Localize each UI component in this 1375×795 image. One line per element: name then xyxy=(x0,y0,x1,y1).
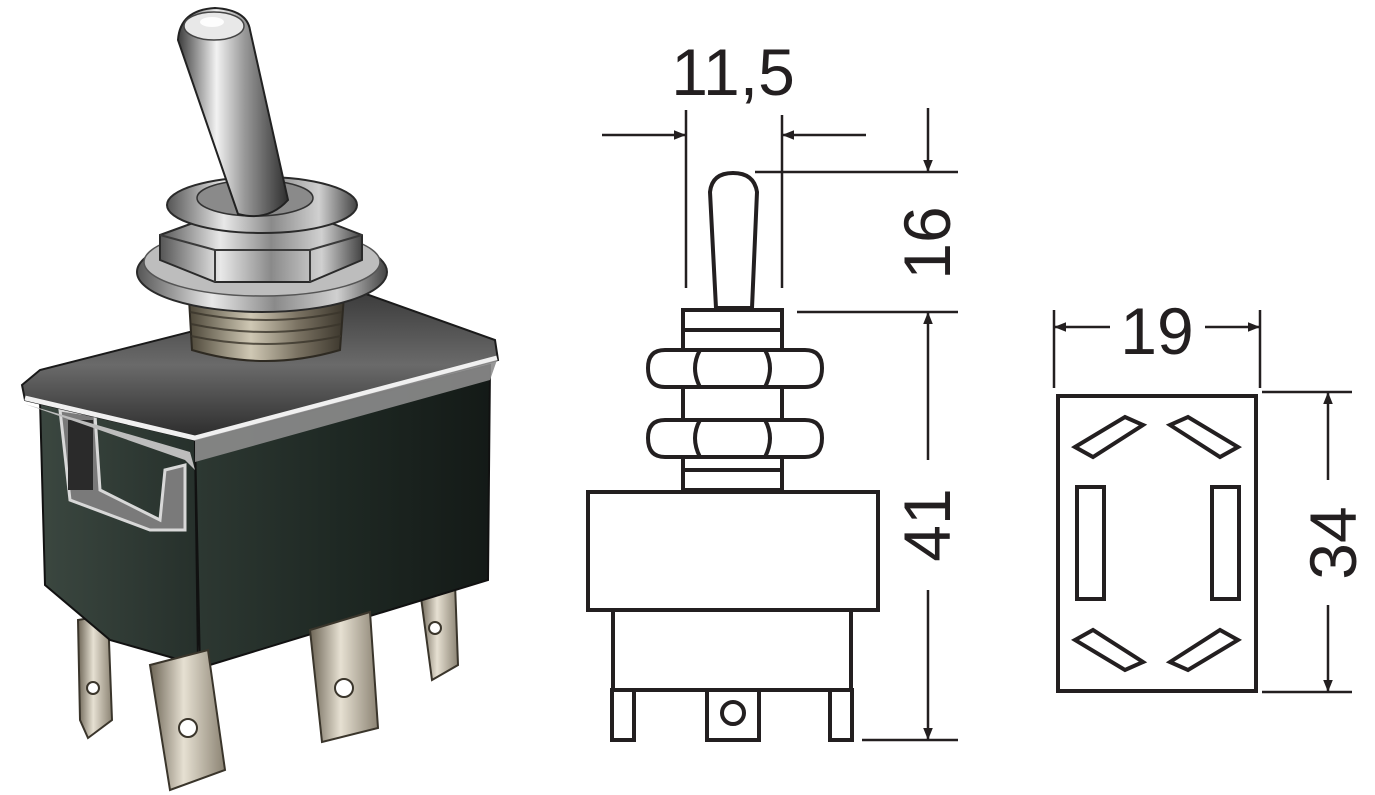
drawing-body-lower xyxy=(611,608,853,692)
pin-slot-top-left xyxy=(1071,414,1148,460)
dim-label-base-width: 19 xyxy=(1120,294,1193,368)
dim-base-width xyxy=(1052,310,1262,388)
pin-slot-middle-right xyxy=(1210,485,1241,601)
dim-base-height xyxy=(1262,390,1352,694)
dim-heights xyxy=(755,108,958,742)
drawing-bushing xyxy=(681,308,784,492)
drawing-terminal-right xyxy=(828,688,854,742)
terminal-front-left xyxy=(148,648,227,792)
pin-slot-bottom-right xyxy=(1165,627,1242,673)
dim-label-toggle-height: 16 xyxy=(890,206,964,279)
pin-slot-middle-left xyxy=(1075,485,1106,601)
drawing-body-upper xyxy=(586,490,880,612)
terminal-front-right xyxy=(308,610,380,744)
drawing-terminal-left xyxy=(610,688,636,742)
toggle-lever xyxy=(176,6,290,218)
dim-toggle-width xyxy=(602,110,866,288)
bottom-view-drawing xyxy=(1056,394,1258,693)
drawing-lever xyxy=(707,170,760,310)
drawing-nut-lower xyxy=(645,418,825,459)
terminal-back-left xyxy=(76,613,114,740)
side-view-drawing xyxy=(586,170,880,742)
pin-slot-bottom-left xyxy=(1071,627,1148,673)
drawing-nut-upper xyxy=(645,348,825,389)
dim-label-toggle-width: 11,5 xyxy=(671,35,795,109)
dim-label-body-height: 41 xyxy=(890,488,964,561)
pin-slot-top-right xyxy=(1165,414,1242,460)
switch-photo xyxy=(20,6,500,792)
dim-label-base-height: 34 xyxy=(1296,506,1370,579)
